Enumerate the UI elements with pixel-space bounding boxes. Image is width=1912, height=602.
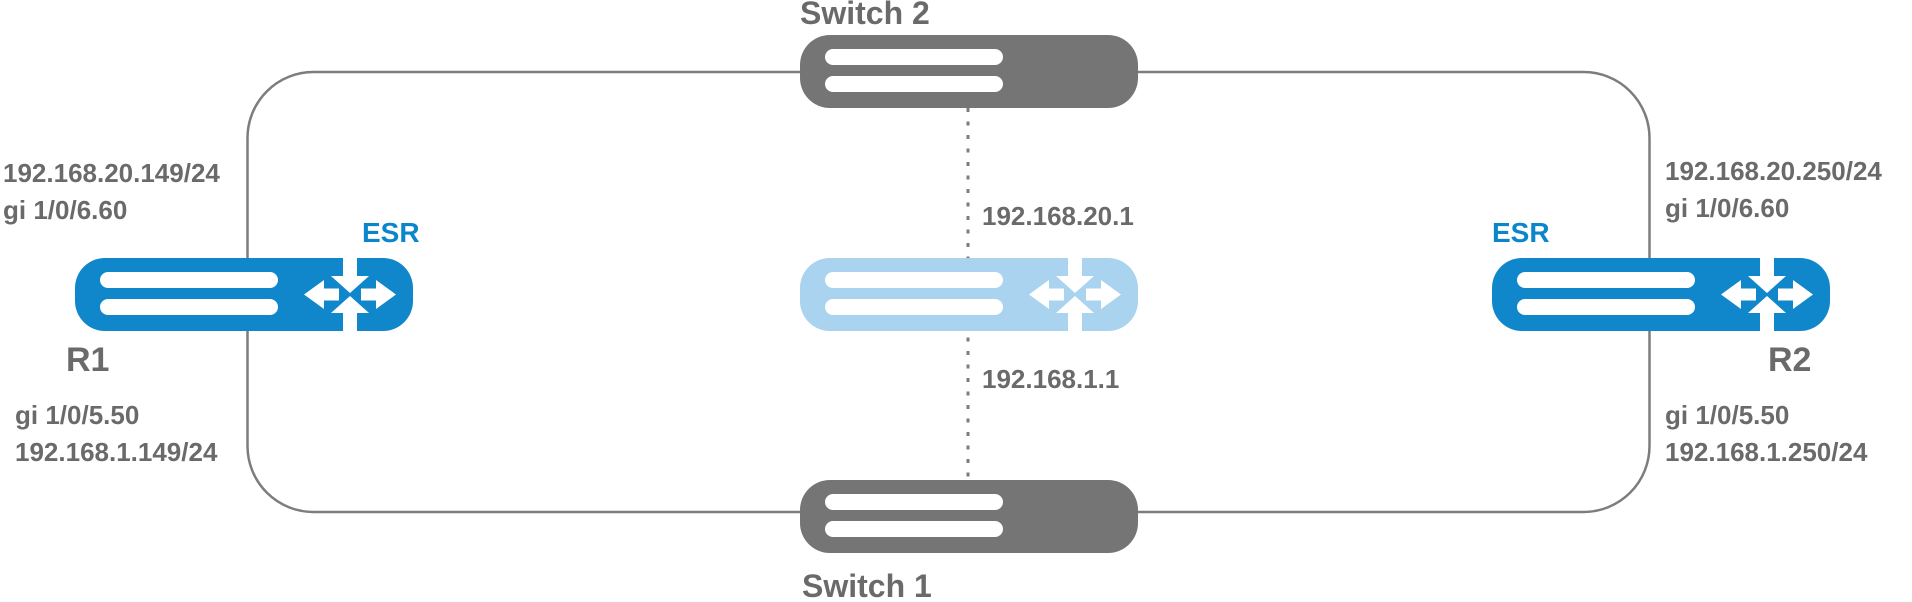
r1-top-ip: 192.168.20.149/24 — [3, 158, 220, 188]
r2-top-interface-label: 192.168.20.250/24 gi 1/0/6.60 — [1665, 153, 1882, 227]
r1-bottom-interface-label: gi 1/0/5.50 192.168.1.149/24 — [15, 397, 217, 471]
virtual-router-top-ip: 192.168.20.1 — [982, 201, 1134, 231]
virtual-router-bottom-ip: 192.168.1.1 — [982, 364, 1120, 394]
routing-arrows-icon — [1029, 258, 1121, 331]
switch-slot-bars — [825, 494, 1003, 537]
r2-bottom-ip: 192.168.1.250/24 — [1665, 437, 1868, 467]
router-with-arrows-icon — [75, 258, 413, 331]
switch2-label: Switch 2 — [800, 0, 930, 31]
router-slot-bars — [100, 272, 278, 315]
switch1-label: Switch 1 — [802, 568, 932, 602]
switch-icon — [800, 35, 1138, 108]
r2-bottom-interface: gi 1/0/5.50 — [1665, 400, 1790, 430]
r1-top-interface: gi 1/0/6.60 — [3, 195, 128, 225]
router-with-arrows-icon — [1492, 258, 1830, 331]
r2-esr-label: ESR — [1492, 217, 1550, 248]
switch-slot-bars — [825, 49, 1003, 92]
switch2-device-icon — [800, 35, 1138, 108]
r1-name-label: R1 — [66, 341, 110, 379]
r1-router-icon — [75, 258, 413, 331]
routing-arrows-icon — [304, 258, 396, 331]
r2-top-interface: gi 1/0/6.60 — [1665, 193, 1790, 223]
switch1-device-icon — [800, 480, 1138, 553]
r1-top-interface-label: 192.168.20.149/24 gi 1/0/6.60 — [3, 155, 220, 229]
r2-bottom-interface-label: gi 1/0/5.50 192.168.1.250/24 — [1665, 397, 1867, 471]
switch-icon — [800, 480, 1138, 553]
routing-arrows-icon — [1721, 258, 1813, 331]
virtual-router-icon — [800, 258, 1138, 331]
r2-top-ip: 192.168.20.250/24 — [1665, 156, 1882, 186]
r2-router-icon — [1492, 258, 1830, 331]
r1-bottom-ip: 192.168.1.149/24 — [15, 437, 218, 467]
r2-name-label: R2 — [1768, 341, 1812, 379]
router-slot-bars — [1517, 272, 1695, 315]
router-slot-bars — [825, 272, 1003, 315]
r1-bottom-interface: gi 1/0/5.50 — [15, 400, 140, 430]
router-with-arrows-icon — [800, 258, 1138, 331]
r1-esr-label: ESR — [362, 217, 420, 248]
